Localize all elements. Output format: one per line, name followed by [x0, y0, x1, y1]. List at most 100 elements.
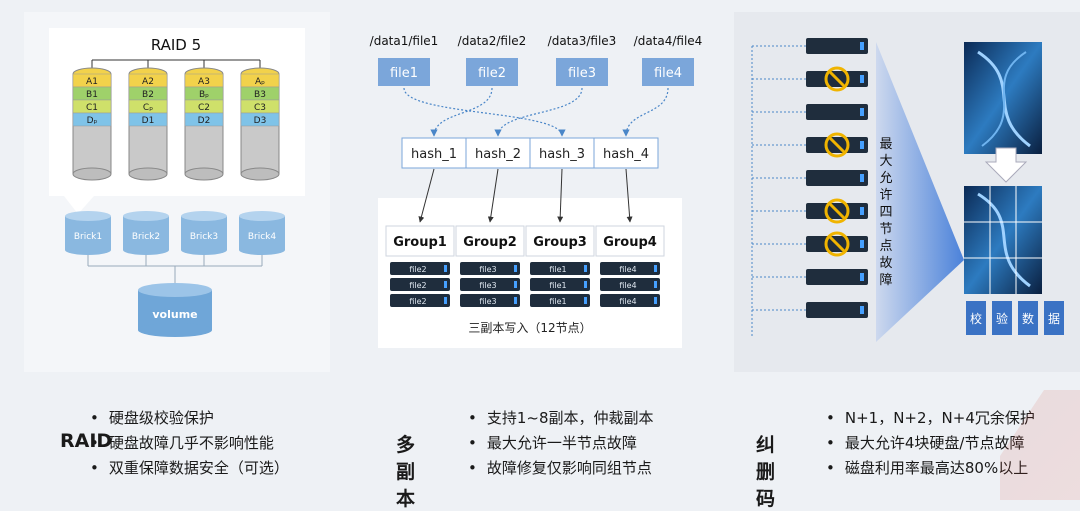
hash-slot: [593, 137, 659, 169]
brick-cylinder-top: [123, 211, 169, 221]
check-label: 校: [970, 311, 982, 326]
node-failed-icon: [824, 66, 850, 92]
replica-node: [600, 294, 660, 307]
replica-node-label: file2: [409, 297, 426, 306]
replica-node-label: file3: [479, 297, 496, 306]
brick-cylinder-top: [65, 211, 111, 221]
raid-stripe-cell: [128, 112, 168, 127]
group-label: Group2: [463, 235, 517, 250]
check-block: [992, 301, 1012, 335]
file-label: file3: [568, 66, 596, 81]
list-item: 支持1~8副本，仲裁副本: [468, 406, 654, 431]
hash-group-link: [418, 168, 435, 223]
hash-group-link: [625, 168, 633, 223]
vertical-label-char: 故: [879, 256, 892, 271]
node-failed-slash: [828, 202, 846, 220]
replica-node-label: file4: [619, 297, 636, 306]
list-item: 最大允许4块硬盘/节点故障: [826, 431, 1035, 456]
dna-strand: [981, 51, 1027, 147]
list-item: 最大允许一半节点故障: [468, 431, 654, 456]
replica-panel: /data1/file1/data2/file2/data3/file3/dat…: [364, 12, 702, 372]
file-box: [556, 58, 608, 86]
replica-node-led: [654, 281, 657, 288]
hash-label: hash_1: [411, 147, 457, 162]
brick-cylinder: [239, 216, 285, 250]
replica-node-led: [514, 265, 517, 272]
raid-stripe-label: B2: [142, 90, 154, 100]
group-box: [385, 225, 455, 257]
storage-node: [806, 302, 868, 318]
storage-node-led: [860, 75, 864, 83]
replica-node-label: file2: [409, 281, 426, 290]
replica-node: [390, 262, 450, 275]
storage-node-led: [860, 273, 864, 281]
brick-cylinder-top: [239, 211, 285, 221]
file-box: [466, 58, 518, 86]
storage-node: [806, 269, 868, 285]
storage-node-led: [860, 42, 864, 50]
replica-node: [600, 262, 660, 275]
storage-node: [806, 104, 868, 120]
vertical-label-char: 允: [879, 170, 892, 186]
raid-disk-bottom: [128, 167, 168, 181]
replica-node-label: file1: [549, 281, 566, 290]
storage-node-led: [860, 240, 864, 248]
raid-disk-bottom: [184, 167, 224, 181]
raid-stripe-label: Bₚ: [199, 90, 209, 100]
file-hash-link: [494, 87, 583, 137]
raid-stripe-label: D3: [254, 116, 267, 126]
storage-node: [806, 170, 868, 186]
vertical-label-char: 点: [879, 239, 892, 254]
node-failed-icon: [824, 231, 850, 257]
hash-group-link: [487, 168, 499, 223]
file-box: [378, 58, 430, 86]
raid-diagram: RAID 5A1B1C1DₚA2B2CₚD1A3BₚC2D2AₚB3C3D3Br…: [49, 28, 305, 337]
list-item: 磁盘利用率最高达80%以上: [826, 456, 1035, 481]
vertical-label-char: 节: [879, 222, 892, 237]
replica-node: [460, 294, 520, 307]
replica-node-led: [444, 281, 447, 288]
brick-cylinder-bottom: [181, 245, 227, 255]
hash-label: hash_3: [539, 147, 585, 162]
replica-diagram: /data1/file1/data2/file2/data3/file3/dat…: [370, 34, 702, 348]
raid-stripe-label: C3: [254, 103, 266, 113]
node-failed-slash: [828, 136, 846, 154]
list-item: 故障修复仅影响同组节点: [468, 456, 654, 481]
hash-slot: [465, 137, 531, 169]
storage-node-led: [860, 306, 864, 314]
check-label: 据: [1048, 312, 1060, 326]
storage-node-led: [860, 207, 864, 215]
replica-summary-title: 多副本: [396, 434, 416, 510]
replica-node: [530, 262, 590, 275]
brick-cylinder-bottom: [239, 245, 285, 255]
storage-node-led: [860, 174, 864, 182]
storage-node-led: [860, 108, 864, 116]
group-label: Group4: [603, 235, 657, 250]
file-path-label: /data2/file2: [458, 34, 527, 48]
raid-stripe-label: C1: [86, 103, 98, 113]
replica-node-label: file1: [549, 297, 566, 306]
data-beam: [876, 42, 964, 342]
replica-caption: 三副本写入（12节点）: [468, 321, 591, 335]
brick-label: Brick3: [190, 232, 218, 242]
raid-stripe-label: D2: [198, 116, 211, 126]
replica-node: [460, 278, 520, 291]
vertical-label-char: 四: [879, 205, 892, 220]
raid-stripe-cell: [72, 112, 112, 127]
vertical-label-char: 许: [879, 188, 892, 203]
replica-node-label: file3: [479, 265, 496, 274]
group-box: [455, 225, 525, 257]
storage-node: [806, 38, 868, 54]
file-hash-link: [622, 87, 669, 137]
check-label: 数: [1022, 311, 1034, 326]
raid-stripe-label: B3: [254, 90, 266, 100]
brick-cylinder-bottom: [123, 245, 169, 255]
raid-stripe-cell: [240, 112, 280, 127]
replica-node-led: [584, 297, 587, 304]
list-item: 硬盘故障几乎不影响性能: [90, 431, 289, 456]
raid-stripe-cell: [184, 112, 224, 127]
replica-node-led: [444, 297, 447, 304]
hash-label: hash_2: [475, 147, 521, 162]
replica-node: [530, 294, 590, 307]
